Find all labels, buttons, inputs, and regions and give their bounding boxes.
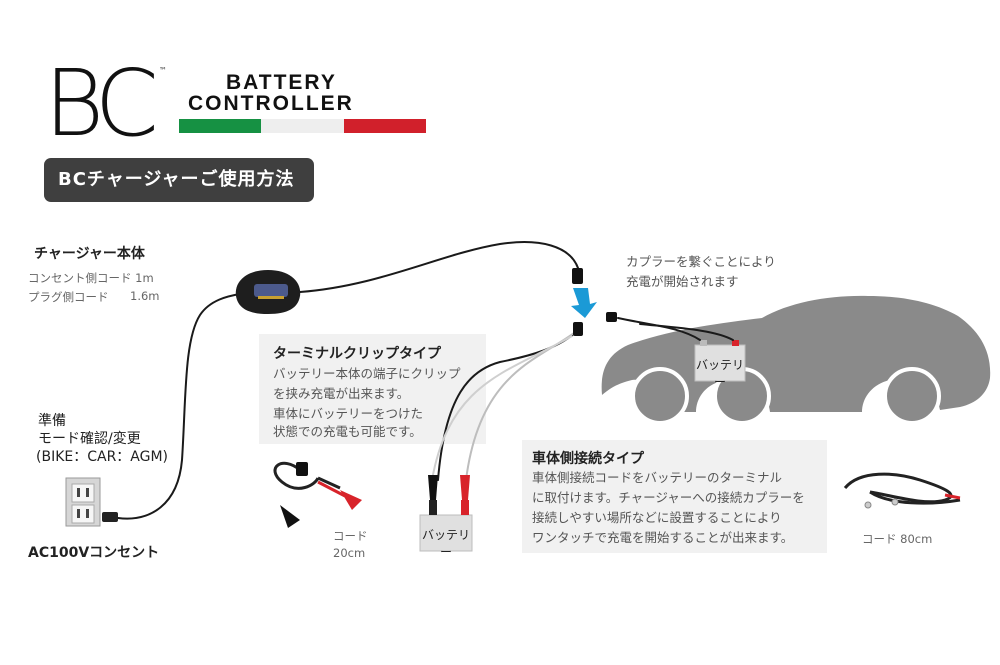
vehicle-side-box <box>522 440 827 553</box>
terminal-clip-line-4: 状態での充電も可能です。 <box>273 424 422 439</box>
italian-flag-bar <box>179 119 426 133</box>
clip-cord-length: 20cm <box>333 546 366 560</box>
car-body <box>601 295 991 412</box>
coupler-note-line-1: カプラーを繋ぐことにより <box>626 254 776 269</box>
car-battery-label: バッテリー <box>695 358 744 389</box>
coupler-bottom <box>573 322 583 336</box>
vehicle-side-line-4: ワンタッチで充電を開始することが出来ます。 <box>532 530 794 545</box>
clip-battery-label: バッテリー <box>421 528 470 559</box>
car-wheel-front <box>631 367 689 425</box>
coupler-note-line-2: 充電が開始されます <box>626 274 739 289</box>
trademark-mark: ™ <box>159 66 167 75</box>
clip-cord-product <box>273 461 362 528</box>
charger-spec-plug-cord-value: 1.6m <box>130 289 160 303</box>
vehicle-side-line-1: 車体側接続コードをバッテリーのターミナル <box>532 470 783 485</box>
outlet-label: AC100Vコンセント <box>28 545 160 561</box>
coupler-vehicle <box>606 312 617 322</box>
vehicle-side-line-3: 接続しやすい場所などに設置することにより <box>532 510 782 525</box>
brand-line-1: BATTERY <box>226 71 337 94</box>
car-battery-terminal-pos <box>732 340 739 346</box>
terminal-clip-line-1: バッテリー本体の端子にクリップ <box>273 366 461 381</box>
car-wheel-rear <box>883 367 941 425</box>
charger-heading: チャージャー本体 <box>34 246 145 262</box>
coupler-top <box>572 268 583 284</box>
charger-spec-plug-cord-label: プラグ側コード <box>28 290 109 304</box>
car-silhouette <box>601 295 991 425</box>
terminal-clip-heading: ターミナルクリップタイプ <box>273 346 441 362</box>
vehicle-side-line-2: に取付けます。チャージャーへの接続カプラーを <box>532 490 805 505</box>
car-battery-box <box>694 344 746 382</box>
clip-cord-label: コード <box>333 529 368 543</box>
terminal-clip-line-2: を挟み充電が出来ます。 <box>273 386 410 401</box>
flag-white <box>261 119 344 133</box>
terminal-clip-box <box>259 334 486 444</box>
bc-logo: BC <box>44 50 159 157</box>
page-title: BCチャージャーご使用方法 <box>44 158 314 202</box>
outlet-icon <box>65 477 118 527</box>
plug-side-cord <box>117 293 241 520</box>
flag-green <box>179 119 262 133</box>
clip-battery <box>419 475 473 552</box>
charger-spec-outlet-cord: コンセント側コード 1m <box>28 271 154 285</box>
car-battery-terminal-neg <box>700 340 707 346</box>
vehicle-cord-label: コード 80cm <box>862 532 933 546</box>
vehicle-side-heading: 車体側接続タイプ <box>532 451 644 467</box>
clip-cord-black <box>431 335 573 481</box>
flag-red <box>343 119 426 133</box>
connect-arrow-icon <box>571 288 597 318</box>
outlet-side-cord <box>299 241 579 293</box>
vehicle-cord-product <box>843 472 961 509</box>
prep-line-1: 準備 <box>38 413 66 429</box>
charger-unit <box>235 270 301 314</box>
vehicle-cord-pos <box>639 323 734 341</box>
brand-line-2: CONTROLLER <box>188 92 354 115</box>
prep-line-3: (BIKE：CAR：AGM) <box>36 449 169 465</box>
prep-line-2: モード確認/変更 <box>38 431 141 447</box>
terminal-clip-line-3: 車体にバッテリーをつけた <box>273 406 424 421</box>
